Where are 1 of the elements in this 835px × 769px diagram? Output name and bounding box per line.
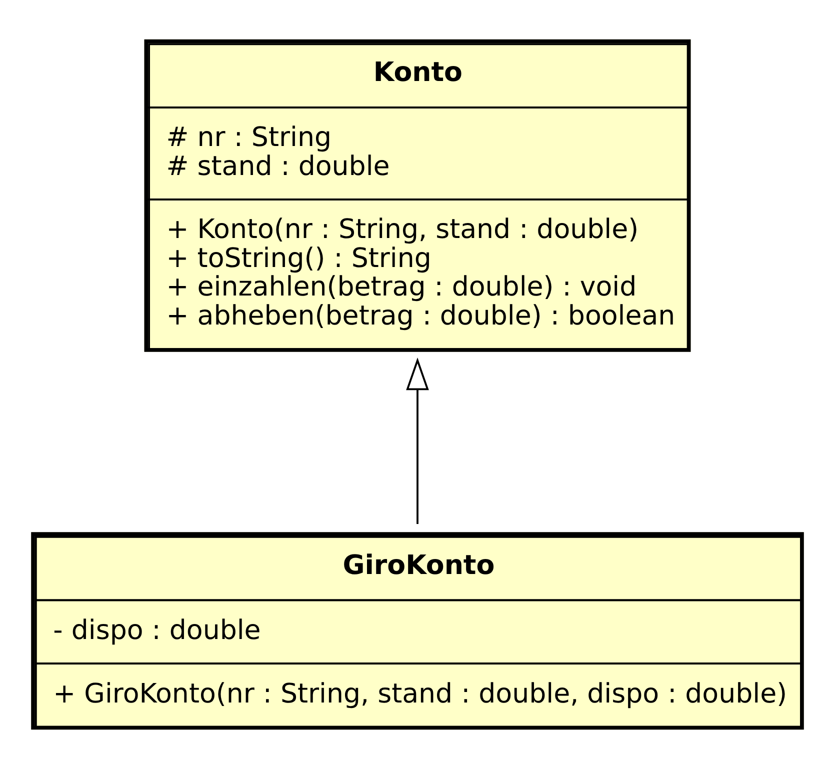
arrow: [406, 357, 429, 524]
